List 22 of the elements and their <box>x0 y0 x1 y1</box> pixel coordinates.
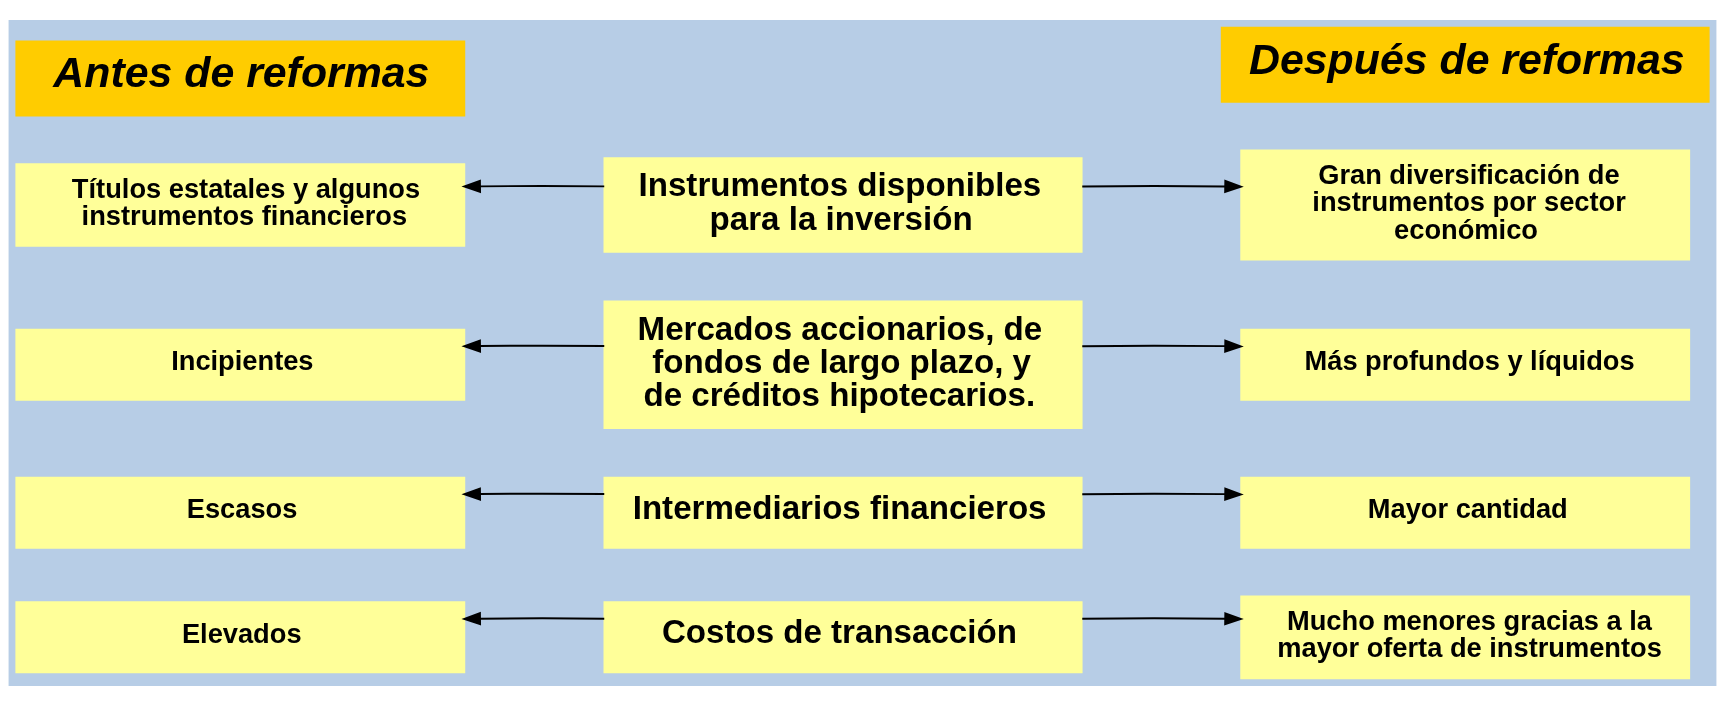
arrow <box>1081 487 1244 501</box>
node-box: Incipientes <box>15 328 466 401</box>
arrow <box>1081 611 1244 626</box>
arrow <box>1081 179 1244 194</box>
arrow <box>461 611 606 626</box>
node-box: Títulos estatales y algunos instrumentos financieros <box>15 163 466 247</box>
node-box: Antes de reformas <box>15 40 466 117</box>
node-box: Gran diversificación de instrumentos por sector económico <box>1240 149 1691 261</box>
arrow <box>461 179 606 194</box>
node-box: Mucho menores gracias a la mayor oferta de instrumentos <box>1240 595 1691 680</box>
node-box: Elevados <box>15 601 466 674</box>
arrow <box>461 339 606 353</box>
node-box: Más profundos y líquidos <box>1240 328 1691 401</box>
node-box: Después de reformas <box>1220 26 1710 103</box>
node-box: Mercados accionarios, de fondos de largo plazo, y de créditos hipotecarios. <box>603 300 1083 429</box>
node-box: Costos de transacción <box>603 601 1083 674</box>
node-box: Escasos <box>15 476 466 549</box>
node-box: Mayor cantidad <box>1240 476 1691 549</box>
arrow <box>1081 339 1244 353</box>
arrow <box>461 487 606 501</box>
node-box: Instrumentos disponibles para la inversión <box>603 157 1083 253</box>
node-box: Intermediarios financieros <box>603 476 1083 549</box>
